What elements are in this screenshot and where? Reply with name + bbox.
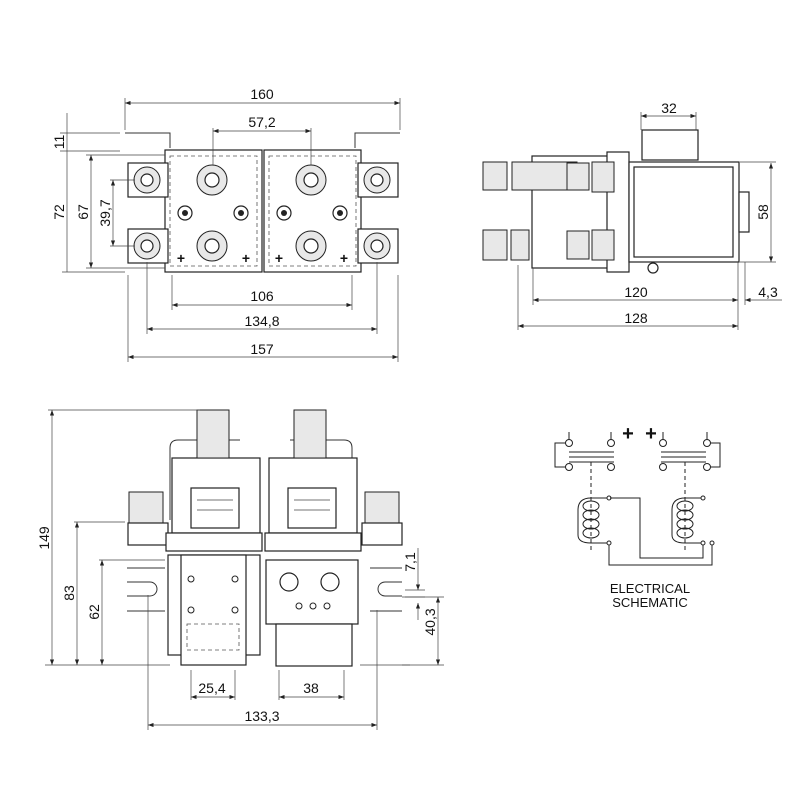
dim-overall-height: 72 [51, 204, 67, 220]
terminal-plus-mark: + [177, 250, 185, 266]
dim-front-overall-height: 149 [36, 526, 52, 550]
dim-slot-height: 40,3 [422, 608, 438, 635]
dim-terminal-span: 134,8 [244, 313, 279, 329]
dim-mount-span: 133,3 [244, 708, 279, 724]
front-view: 149 83 62 7,1 40,3 25,4 38 133,3 [36, 409, 444, 730]
dim-overall-length: 128 [624, 310, 648, 326]
dim-mount-width-right: 38 [303, 680, 319, 696]
top-view: + + + + 160 57,2 11 72 67 39,7 10 [51, 86, 401, 362]
positive-terminal-mark: + [645, 423, 657, 445]
dim-bracket-height: 11 [51, 135, 67, 150]
schematic-title-line1: ELECTRICAL [610, 581, 690, 596]
dim-body-width: 106 [250, 288, 274, 304]
dim-body-length: 120 [624, 284, 648, 300]
dim-overall-width: 160 [250, 86, 274, 102]
terminal-plus-mark: + [340, 250, 348, 266]
dim-coil-width: 32 [661, 100, 677, 116]
side-terminal-nuts [482, 161, 615, 261]
schematic-title-line2: SCHEMATIC [612, 595, 688, 610]
dim-slot-width: 7,1 [402, 552, 418, 572]
terminal-plus-mark: + [242, 250, 250, 266]
dim-mount-width-left: 25,4 [198, 680, 225, 696]
terminal-plus-mark: + [275, 250, 283, 266]
dim-cap-offset: 4,3 [758, 284, 778, 300]
dim-mount-height: 62 [86, 604, 102, 620]
dim-terminal-spacing-horizontal: 57,2 [248, 114, 275, 130]
dim-base-width: 157 [250, 341, 274, 357]
side-view: 32 58 120 4,3 128 [482, 100, 782, 330]
electrical-schematic: + + ELECTRICAL SCHEMATIC [554, 423, 721, 610]
dim-body-height: 67 [75, 204, 91, 220]
positive-terminal-mark: + [622, 423, 634, 445]
terminal-nuts [133, 164, 391, 262]
dim-terminal-spacing-vertical: 39,7 [97, 199, 113, 226]
dim-front-bracket-height: 83 [61, 585, 77, 601]
dim-coil-height: 58 [755, 204, 771, 220]
control-board [265, 559, 359, 625]
